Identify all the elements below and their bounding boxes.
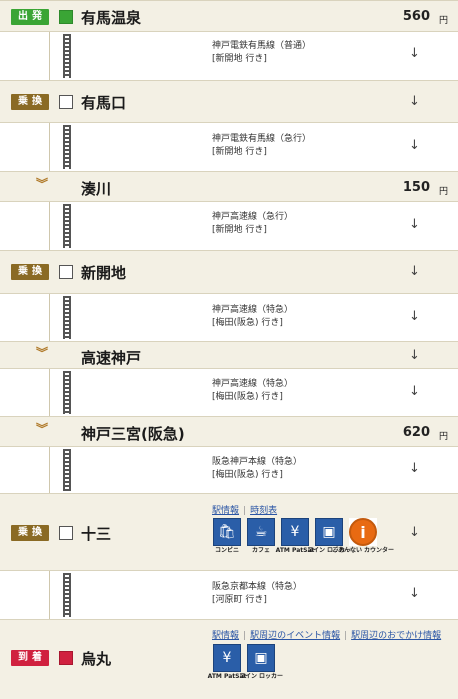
facility-icons: 🛍 コンビニ ☕ カフェ ¥ ATM PatSat ▣ コイン ロッカー i ご…: [212, 518, 394, 554]
down-arrow-icon: ↓: [409, 586, 420, 601]
timetable-link[interactable]: 時刻表: [250, 506, 278, 516]
line-destination: [梅田(阪急) 行き]: [212, 318, 283, 328]
line-name: 神戸高速線（特急）: [212, 379, 294, 389]
transfer-badge: 乗換: [11, 264, 49, 280]
line-name: 神戸電鉄有馬線（急行）: [212, 134, 312, 144]
rail-track-icon: [63, 371, 71, 414]
rail-track-icon: [63, 125, 71, 169]
line-destination: [梅田(阪急) 行き]: [212, 470, 283, 480]
transfer-badge: 乗換: [11, 94, 49, 110]
line-name: 神戸電鉄有馬線（普通）: [212, 41, 312, 51]
rail-track-icon: [63, 204, 71, 248]
rail-track-icon: [63, 34, 71, 78]
chevron-down-icon: ︾: [36, 346, 49, 360]
station-marker-icon: [59, 10, 73, 24]
station-marker-icon: [59, 265, 73, 279]
coin-locker-icon[interactable]: ▣ コイン ロッカー: [307, 518, 351, 554]
fare: 620: [402, 425, 430, 440]
segment: 阪急京都本線（特急） [河原町 行き] ↓: [0, 571, 458, 619]
facility-icons: ¥ ATM PatSat ▣ コイン ロッカー: [208, 644, 283, 680]
chevron-down-icon: ︾: [36, 422, 49, 436]
station-name[interactable]: 神戸三宮(阪急): [81, 425, 185, 443]
atm-icon[interactable]: ¥ ATM PatSat: [276, 518, 314, 554]
station-links: 駅情報|駅周辺のイベント情報|駅周辺のおでかけ情報: [212, 631, 442, 641]
line-destination: [新開地 行き]: [212, 225, 267, 235]
station-name[interactable]: 十三: [81, 525, 112, 543]
rail-track-icon: [63, 296, 71, 339]
segment: 神戸高速線（特急） [梅田(阪急) 行き] ↓: [0, 294, 458, 341]
chevron-down-icon: ︾: [36, 177, 49, 191]
station-name[interactable]: 烏丸: [81, 650, 112, 668]
segment: 神戸電鉄有馬線（急行） [新開地 行き] ↓: [0, 123, 458, 171]
segment: 神戸電鉄有馬線（普通） [新開地 行き] ↓: [0, 32, 458, 80]
station-links: 駅情報|時刻表: [212, 506, 278, 516]
atm-icon[interactable]: ¥ ATM PatSat: [208, 644, 246, 680]
nearby-events-link[interactable]: 駅周辺のイベント情報: [250, 631, 341, 641]
arrival-badge: 到着: [11, 650, 49, 666]
station-row-pass: ︾ 神戸三宮(阪急) 620 円: [0, 416, 458, 447]
station-row-arrival: 到着 烏丸 駅情報|駅周辺のイベント情報|駅周辺のおでかけ情報 ¥ ATM Pa…: [0, 619, 458, 699]
station-row-pass: ︾ 高速神戸 ↓: [0, 341, 458, 369]
segment: 神戸高速線（急行） [新開地 行き] ↓: [0, 202, 458, 250]
transfer-badge: 乗換: [11, 525, 49, 541]
down-arrow-icon: ↓: [409, 525, 420, 540]
station-marker-icon: [59, 95, 73, 109]
down-arrow-icon: ↓: [409, 46, 420, 61]
station-info-link[interactable]: 駅情報: [212, 506, 240, 516]
station-row-transfer: 乗換 十三 駅情報|時刻表 🛍 コンビニ ☕ カフェ ¥ ATM PatSat …: [0, 493, 458, 571]
station-name[interactable]: 有馬温泉: [81, 9, 142, 27]
station-name[interactable]: 湊川: [81, 180, 112, 198]
station-name[interactable]: 高速神戸: [81, 349, 142, 367]
cafe-icon[interactable]: ☕ カフェ: [246, 518, 276, 554]
down-arrow-icon: ↓: [409, 384, 420, 399]
segment: 阪急神戸本線（特急） [梅田(阪急) 行き] ↓: [0, 447, 458, 493]
rail-track-icon: [63, 573, 71, 617]
info-counter-icon[interactable]: i ごあんない カウンター: [332, 518, 394, 554]
coin-locker-icon[interactable]: ▣ コイン ロッカー: [239, 644, 283, 680]
station-row-transfer: 乗換 新開地 ↓: [0, 250, 458, 294]
line-name: 阪急神戸本線（特急）: [212, 457, 303, 467]
line-destination: [新開地 行き]: [212, 147, 267, 157]
line-destination: [新開地 行き]: [212, 54, 267, 64]
down-arrow-icon: ↓: [409, 309, 420, 324]
fare-unit: 円: [438, 432, 448, 442]
line-destination: [河原町 行き]: [212, 595, 267, 605]
down-arrow-icon: ↓: [409, 264, 420, 279]
fare-unit: 円: [438, 187, 448, 197]
nearby-outings-link[interactable]: 駅周辺のおでかけ情報: [351, 631, 442, 641]
station-info-link[interactable]: 駅情報: [212, 631, 240, 641]
fare-unit: 円: [438, 16, 448, 26]
station-marker-icon: [59, 526, 73, 540]
departure-badge: 出発: [11, 9, 49, 25]
line-name: 阪急京都本線（特急）: [212, 582, 303, 592]
down-arrow-icon: ↓: [409, 461, 420, 476]
down-arrow-icon: ↓: [409, 348, 420, 363]
segment: 神戸高速線（特急） [梅田(阪急) 行き] ↓: [0, 369, 458, 416]
station-name[interactable]: 新開地: [81, 264, 127, 282]
fare: 150: [402, 180, 430, 195]
convenience-store-icon[interactable]: 🛍 コンビニ: [212, 518, 242, 554]
station-row-pass: ︾ 湊川 150 円: [0, 171, 458, 202]
line-name: 神戸高速線（急行）: [212, 212, 294, 222]
line-name: 神戸高速線（特急）: [212, 305, 294, 315]
down-arrow-icon: ↓: [409, 94, 420, 109]
line-destination: [梅田(阪急) 行き]: [212, 392, 283, 402]
station-row-transfer: 乗換 有馬口 ↓: [0, 80, 458, 123]
station-marker-icon: [59, 651, 73, 665]
station-row-departure: 出発 有馬温泉 560 円: [0, 0, 458, 32]
station-name[interactable]: 有馬口: [81, 94, 127, 112]
down-arrow-icon: ↓: [409, 217, 420, 232]
fare: 560: [402, 9, 430, 24]
rail-track-icon: [63, 449, 71, 491]
down-arrow-icon: ↓: [409, 138, 420, 153]
